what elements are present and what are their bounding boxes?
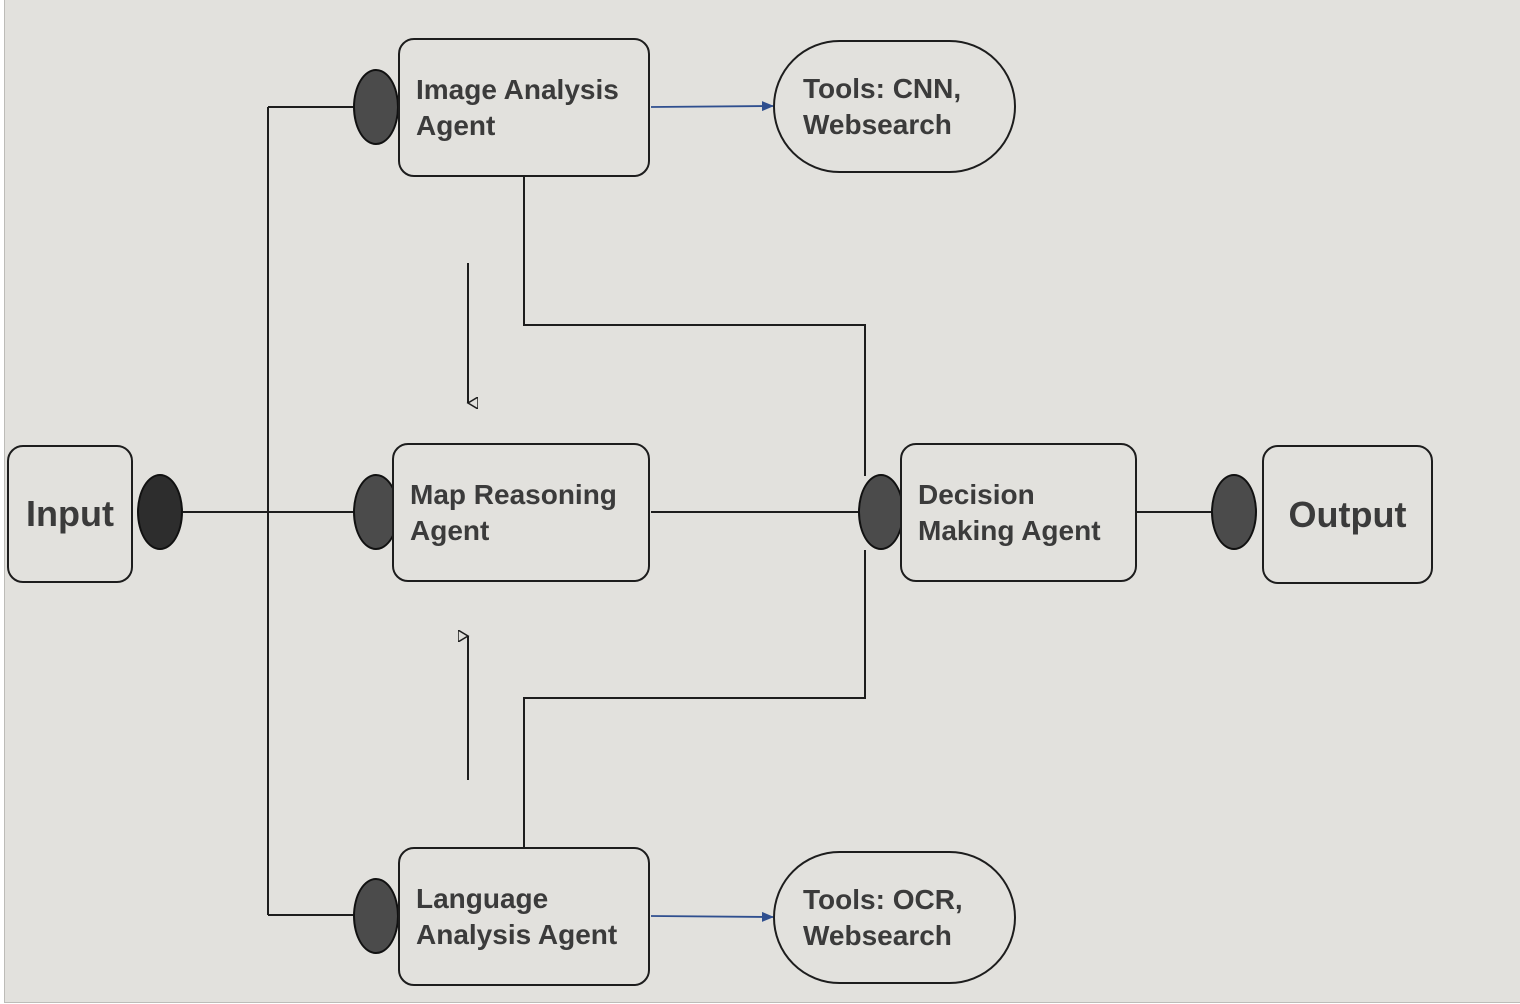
diagram-canvas: Input Image Analysis Agent Tools: CNN, W… xyxy=(4,0,1520,1003)
image-agent-port xyxy=(353,69,399,145)
output-label: Output xyxy=(1288,493,1407,535)
language-analysis-agent-node: Language Analysis Agent xyxy=(398,847,650,986)
map-reasoning-agent-node: Map Reasoning Agent xyxy=(392,443,650,582)
edge-image-decision xyxy=(523,176,866,476)
language-agent-label: Language Analysis Agent xyxy=(416,882,618,950)
decision-agent-label: Decision Making Agent xyxy=(918,478,1101,546)
input-port xyxy=(137,474,183,550)
language-agent-port xyxy=(353,878,399,954)
map-agent-label: Map Reasoning Agent xyxy=(410,478,617,546)
output-port xyxy=(1211,474,1257,550)
arrow-image-tools xyxy=(650,101,774,112)
tools-language-label: Tools: OCR, Websearch xyxy=(803,883,963,951)
decision-agent-port xyxy=(858,474,904,550)
tools-cnn-node: Tools: CNN, Websearch xyxy=(773,40,1016,173)
arrow-language-tools xyxy=(650,911,774,922)
decision-making-agent-node: Decision Making Agent xyxy=(900,443,1137,582)
input-label: Input xyxy=(26,493,114,534)
tools-image-label: Tools: CNN, Websearch xyxy=(803,72,962,140)
tools-ocr-node: Tools: OCR, Websearch xyxy=(773,851,1016,984)
connector-lines xyxy=(183,101,1213,922)
edge-language-decision xyxy=(523,550,866,847)
output-node: Output xyxy=(1262,445,1433,584)
image-analysis-agent-node: Image Analysis Agent xyxy=(398,38,650,177)
image-agent-label: Image Analysis Agent xyxy=(416,73,619,141)
map-agent-port xyxy=(353,474,399,550)
input-node: Input xyxy=(7,445,133,583)
